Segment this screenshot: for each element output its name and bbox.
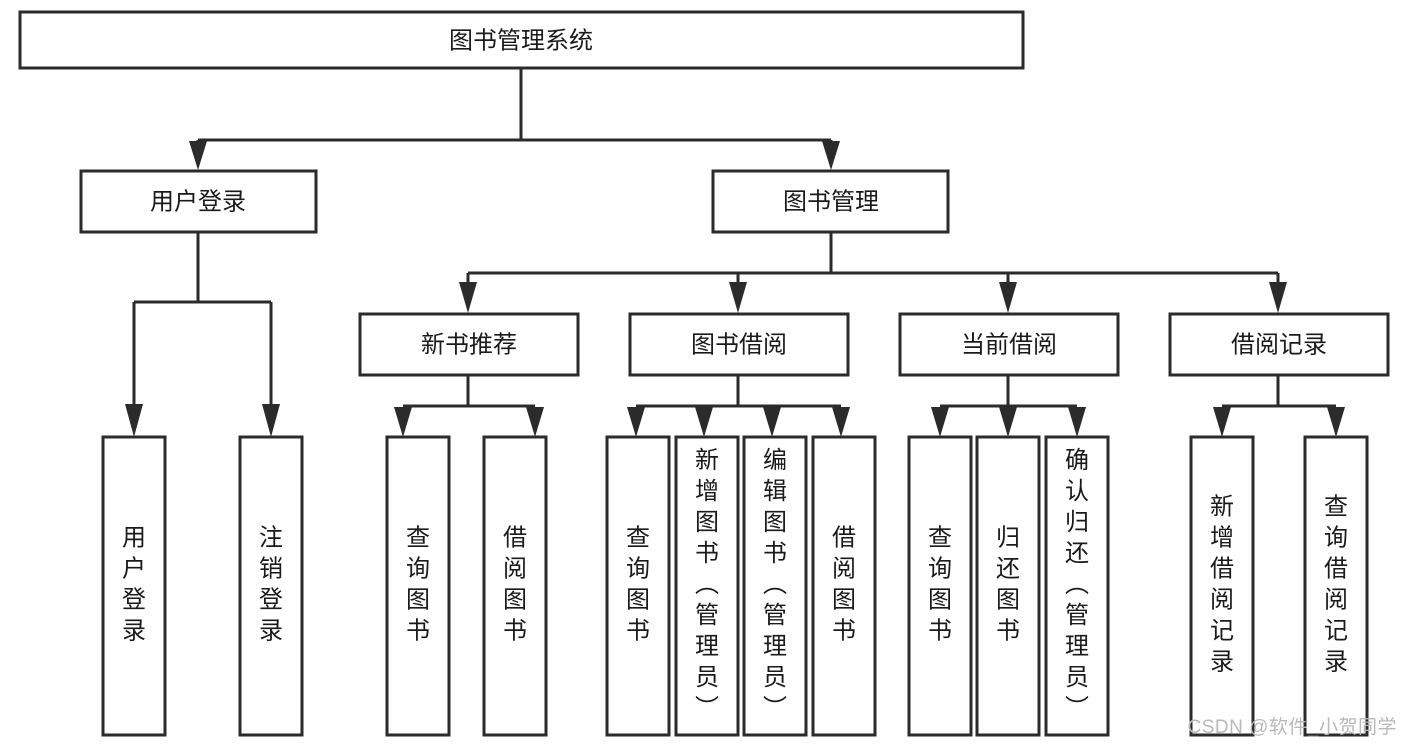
node-newbook-label: 新书推荐 <box>421 331 517 358</box>
node-leaf-add-record[interactable]: 新增借阅记录 <box>1189 435 1255 737</box>
node-bookmgmt-label: 图书管理 <box>783 188 879 215</box>
node-leaf-query-record-box[interactable] <box>1303 435 1369 737</box>
node-bookmgmt[interactable]: 图书管理 <box>711 169 950 234</box>
node-leaf-borrow-book-1-label: 借阅图书 <box>503 525 527 645</box>
edge-group-borrow-to-leaves <box>627 375 850 437</box>
node-leaf-query-book-2-box[interactable] <box>605 435 671 737</box>
arrow-bookmgmt-to-records <box>1269 282 1287 313</box>
node-leaf-confirm-return-label: 确认归还︵管理员︶ <box>1065 447 1089 722</box>
node-borrow-box[interactable] <box>628 312 850 377</box>
arrow-login-to-user-logout <box>262 404 280 437</box>
edge-group-bookmgmt-to-level3 <box>459 233 1287 313</box>
arrow-borrow-to-borrow-book <box>832 407 850 437</box>
arrow-bookmgmt-to-current <box>999 282 1017 313</box>
node-borrow-label: 图书借阅 <box>691 331 787 358</box>
node-records-box[interactable] <box>1168 312 1390 377</box>
arrow-current-to-confirm-return <box>1068 407 1086 437</box>
node-leaf-add-book-box[interactable] <box>674 435 740 737</box>
node-leaf-add-record-box[interactable] <box>1189 435 1255 737</box>
node-leaf-borrow-book-2-label: 借阅图书 <box>832 525 856 645</box>
arrow-borrow-to-query-book <box>627 407 645 437</box>
node-login-label: 用户登录 <box>150 188 246 215</box>
node-leaf-query-book-2[interactable]: 查询图书 <box>605 435 671 737</box>
node-leaf-borrow-book-2-box[interactable] <box>811 435 877 737</box>
node-leaf-borrow-book-1[interactable]: 借阅图书 <box>482 435 548 737</box>
node-newbook[interactable]: 新书推荐 <box>358 312 580 377</box>
node-leaf-query-book-1-box[interactable] <box>385 435 451 737</box>
arrow-current-to-return-book <box>999 407 1017 437</box>
node-leaf-return-book-label: 归还图书 <box>996 525 1020 645</box>
arrow-bookmgmt-to-borrow <box>729 282 747 313</box>
node-records[interactable]: 借阅记录 <box>1168 312 1390 377</box>
node-leaf-query-record[interactable]: 查询借阅记录 <box>1303 435 1369 737</box>
arrow-borrow-to-edit-book <box>763 407 781 437</box>
node-newbook-box[interactable] <box>358 312 580 377</box>
arrow-bookmgmt-to-newbook <box>459 282 477 313</box>
node-leaf-user-login-label: 用户登录 <box>122 525 146 645</box>
node-root-label: 图书管理系统 <box>449 27 593 54</box>
arrow-newbook-to-query-book <box>394 407 412 437</box>
node-leaf-user-login-box[interactable] <box>101 435 167 737</box>
arrow-root-to-bookmgmt <box>822 141 840 170</box>
node-login-box[interactable] <box>79 169 318 234</box>
node-leaf-edit-book[interactable]: 编辑图书︵管理员︶ <box>742 435 808 737</box>
arrow-records-to-add-record <box>1213 407 1231 437</box>
node-leaf-edit-book-label: 编辑图书︵管理员︶ <box>763 447 787 722</box>
arrow-current-to-query-book <box>931 407 949 437</box>
node-leaf-return-book-box[interactable] <box>975 435 1041 737</box>
node-leaf-user-logout-label: 注销登录 <box>259 525 283 645</box>
node-leaf-query-book-3-label: 查询图书 <box>928 525 952 645</box>
node-leaf-user-login[interactable]: 用户登录 <box>101 435 167 737</box>
edge-group-records-to-leaves <box>1213 375 1345 437</box>
node-leaf-query-record-label: 查询借阅记录 <box>1324 494 1348 676</box>
node-leaf-query-book-3[interactable]: 查询图书 <box>907 435 973 737</box>
node-leaf-borrow-book-2[interactable]: 借阅图书 <box>811 435 877 737</box>
arrow-borrow-to-add-book <box>695 407 713 437</box>
node-root[interactable]: 图书管理系统 <box>18 10 1025 70</box>
edge-group-newbook-to-leaves <box>394 375 544 437</box>
node-leaf-return-book[interactable]: 归还图书 <box>975 435 1041 737</box>
node-current-label: 当前借阅 <box>961 331 1057 358</box>
arrow-records-to-query-record <box>1327 407 1345 437</box>
node-leaf-add-book[interactable]: 新增图书︵管理员︶ <box>674 435 740 737</box>
node-bookmgmt-box[interactable] <box>711 169 950 234</box>
node-leaf-query-book-1-label: 查询图书 <box>406 525 430 645</box>
node-records-label: 借阅记录 <box>1231 331 1327 358</box>
node-leaf-query-book-3-box[interactable] <box>907 435 973 737</box>
node-leaf-edit-book-box[interactable] <box>742 435 808 737</box>
node-leaf-add-book-label: 新增图书︵管理员︶ <box>695 447 719 722</box>
arrow-root-to-login <box>189 141 207 170</box>
node-leaf-query-book-2-label: 查询图书 <box>626 525 650 645</box>
node-root-box[interactable] <box>18 10 1025 70</box>
node-leaf-add-record-label: 新增借阅记录 <box>1210 494 1234 676</box>
node-leaf-user-logout[interactable]: 注销登录 <box>238 435 304 737</box>
node-leaf-confirm-return[interactable]: 确认归还︵管理员︶ <box>1044 435 1110 737</box>
node-leaf-borrow-book-1-box[interactable] <box>482 435 548 737</box>
edge-group-login-to-leaves <box>125 233 280 437</box>
node-borrow[interactable]: 图书借阅 <box>628 312 850 377</box>
node-current-box[interactable] <box>898 312 1120 377</box>
arrow-newbook-to-borrow-book <box>526 407 544 437</box>
node-leaf-confirm-return-box[interactable] <box>1044 435 1110 737</box>
edge-group-root-to-level2 <box>189 68 840 170</box>
node-login[interactable]: 用户登录 <box>79 169 318 234</box>
arrow-login-to-user-login <box>125 404 143 437</box>
node-leaf-user-logout-box[interactable] <box>238 435 304 737</box>
node-current[interactable]: 当前借阅 <box>898 312 1120 377</box>
node-leaf-query-book-1[interactable]: 查询图书 <box>385 435 451 737</box>
edge-group-current-to-leaves <box>931 375 1086 437</box>
